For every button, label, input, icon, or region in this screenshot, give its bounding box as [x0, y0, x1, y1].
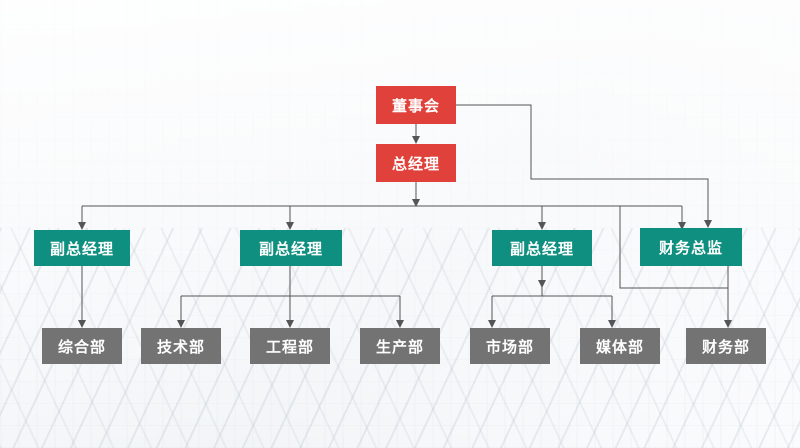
- node-finance: 财务部: [686, 328, 766, 364]
- node-finance-director: 财务总监: [640, 228, 742, 266]
- node-vp-2: 副总经理: [240, 230, 342, 266]
- node-production: 生产部: [360, 328, 440, 364]
- connector-gm-finance: [619, 206, 728, 289]
- node-marketing: 市场部: [470, 328, 550, 364]
- connector-board-finance-director: [456, 104, 712, 228]
- node-vp-1: 副总经理: [34, 230, 130, 266]
- node-general-manager: 总经理: [376, 144, 456, 182]
- node-vp-3: 副总经理: [492, 230, 592, 266]
- node-engineering: 工程部: [250, 328, 330, 364]
- node-general-affairs: 综合部: [42, 328, 122, 364]
- node-board: 董事会: [376, 86, 456, 124]
- node-technology: 技术部: [141, 328, 221, 364]
- node-media: 媒体部: [580, 328, 660, 364]
